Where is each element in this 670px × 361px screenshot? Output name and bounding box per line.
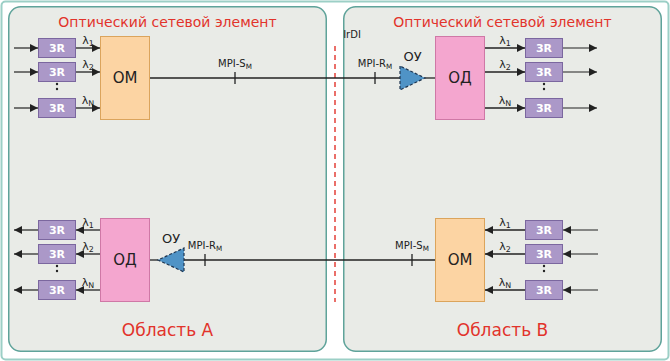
- box-label: 3R: [49, 248, 65, 261]
- regenerator-box: 3R: [38, 98, 76, 118]
- box-label: 3R: [49, 42, 65, 55]
- channel-arrow: [485, 47, 525, 48]
- wavelength-label: λ2: [82, 58, 94, 71]
- box-label: 3R: [536, 102, 552, 115]
- wavelength-label: λ1: [499, 216, 511, 229]
- regenerator-box: 3R: [525, 98, 563, 118]
- reference-point-label: MPI-SM: [395, 239, 429, 252]
- box-label: 3R: [536, 224, 552, 237]
- multiplexer-box: ОМ: [435, 218, 485, 302]
- channel-arrow: [76, 107, 100, 108]
- regenerator-box: 3R: [525, 220, 563, 240]
- box-label: 3R: [49, 66, 65, 79]
- wavelength-label: λ2: [499, 58, 511, 71]
- box-label: 3R: [536, 66, 552, 79]
- wavelength-label: λN: [82, 94, 94, 107]
- regenerator-box: 3R: [525, 38, 563, 58]
- multiplexer-box: ОМ: [100, 36, 150, 120]
- regenerator-box: 3R: [38, 62, 76, 82]
- channel-arrow: [485, 289, 525, 290]
- channel-arrow: [485, 107, 525, 108]
- channel-arrow: [485, 253, 525, 254]
- amplifier-shape: [158, 248, 184, 272]
- interface-label: IrDI: [343, 28, 361, 41]
- network-element-panel: Оптический сетевой элементОбласть А 3R 3R 3…: [8, 6, 327, 352]
- panel-title: Оптический сетевой элемент: [393, 14, 611, 30]
- regenerator-box: 3R: [525, 244, 563, 264]
- interface-boundary: [334, 46, 335, 302]
- reference-point-label: MPI-SM: [218, 57, 252, 70]
- channel-arrow: [76, 253, 100, 254]
- demultiplexer-box: ОД: [435, 36, 485, 120]
- regenerator-box: 3R: [38, 220, 76, 240]
- reference-point-label: MPI-RM: [188, 239, 222, 252]
- fiber-line: [150, 77, 400, 78]
- regenerator-box: 3R: [525, 62, 563, 82]
- box-label: ОД: [113, 251, 137, 269]
- panel-title: Оптический сетевой элемент: [58, 14, 276, 30]
- amplifier-triangle: ОУ: [158, 248, 184, 272]
- reference-ticks: [205, 72, 412, 266]
- fiber-line: [184, 259, 435, 260]
- wavelength-label: λN: [82, 276, 94, 289]
- regenerator-box: 3R: [38, 244, 76, 264]
- channel-arrow: [76, 47, 100, 48]
- channel-arrow: [76, 229, 100, 230]
- channel-arrow: [76, 289, 100, 290]
- wavelength-label: λ2: [82, 240, 94, 253]
- amplifier-label: ОУ: [162, 231, 180, 246]
- region-label: Область А: [122, 320, 213, 340]
- amplifier-triangle: ОУ: [400, 66, 425, 90]
- network-element-panel: Оптический сетевой элементОбласть В ОУ ОД 3…: [343, 6, 662, 352]
- box-label: 3R: [49, 102, 65, 115]
- box-label: ОД: [448, 69, 472, 87]
- reference-point-label: MPI-RM: [358, 57, 392, 70]
- wavelength-label: λN: [499, 94, 511, 107]
- box-label: 3R: [536, 248, 552, 261]
- channel-arrow: [485, 71, 525, 72]
- channel-arrow: [76, 71, 100, 72]
- box-label: 3R: [49, 284, 65, 297]
- regenerator-box: 3R: [525, 280, 563, 300]
- box-label: ОМ: [113, 69, 138, 87]
- regenerator-box: 3R: [38, 280, 76, 300]
- wavelength-label: λ1: [82, 216, 94, 229]
- box-label: ОМ: [448, 251, 473, 269]
- amplifier-shape: [400, 66, 425, 90]
- fiber-line: [425, 77, 435, 78]
- wavelength-label: λ1: [82, 34, 94, 47]
- box-label: 3R: [536, 42, 552, 55]
- demultiplexer-box: ОД: [100, 218, 150, 302]
- region-label: Область В: [457, 320, 548, 340]
- wavelength-label: λ2: [499, 240, 511, 253]
- box-label: 3R: [49, 224, 65, 237]
- box-label: 3R: [536, 284, 552, 297]
- regenerator-box: 3R: [38, 38, 76, 58]
- wavelength-label: λN: [499, 276, 511, 289]
- amplifier-label: ОУ: [403, 49, 421, 64]
- panel-outline: [343, 6, 662, 352]
- channel-arrow: [485, 229, 525, 230]
- wavelength-label: λ1: [499, 34, 511, 47]
